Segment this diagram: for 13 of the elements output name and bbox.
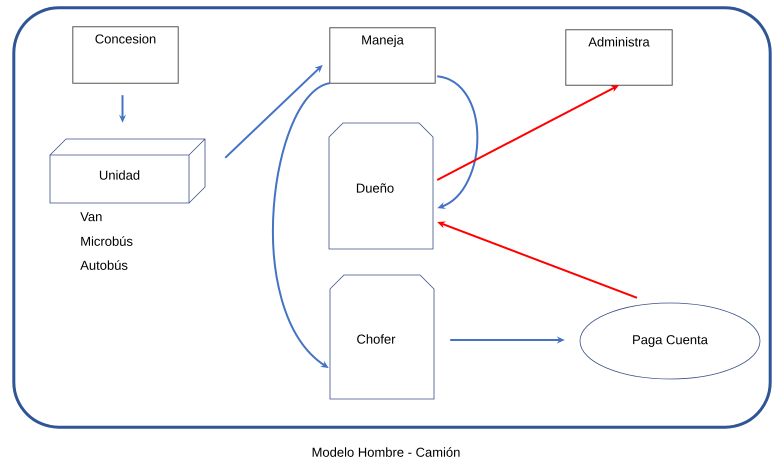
process-box: Concesion <box>72 26 179 84</box>
caption: Modelo Hombre - Camión <box>312 447 460 457</box>
snipped-box: Dueño <box>328 122 434 250</box>
cuboid-box: Unidad <box>50 138 206 204</box>
arrow <box>436 75 478 209</box>
beside-label: Van <box>80 212 102 222</box>
frame-box <box>12 6 772 429</box>
process-box: Maneja <box>329 27 436 84</box>
beside-label: Microbús <box>81 236 132 246</box>
ellipse-node: Paga Cuenta <box>580 302 760 380</box>
snipped-box: Chofer <box>330 274 434 400</box>
process-box: Administra <box>565 29 673 86</box>
beside-label: Autobús <box>80 260 128 270</box>
